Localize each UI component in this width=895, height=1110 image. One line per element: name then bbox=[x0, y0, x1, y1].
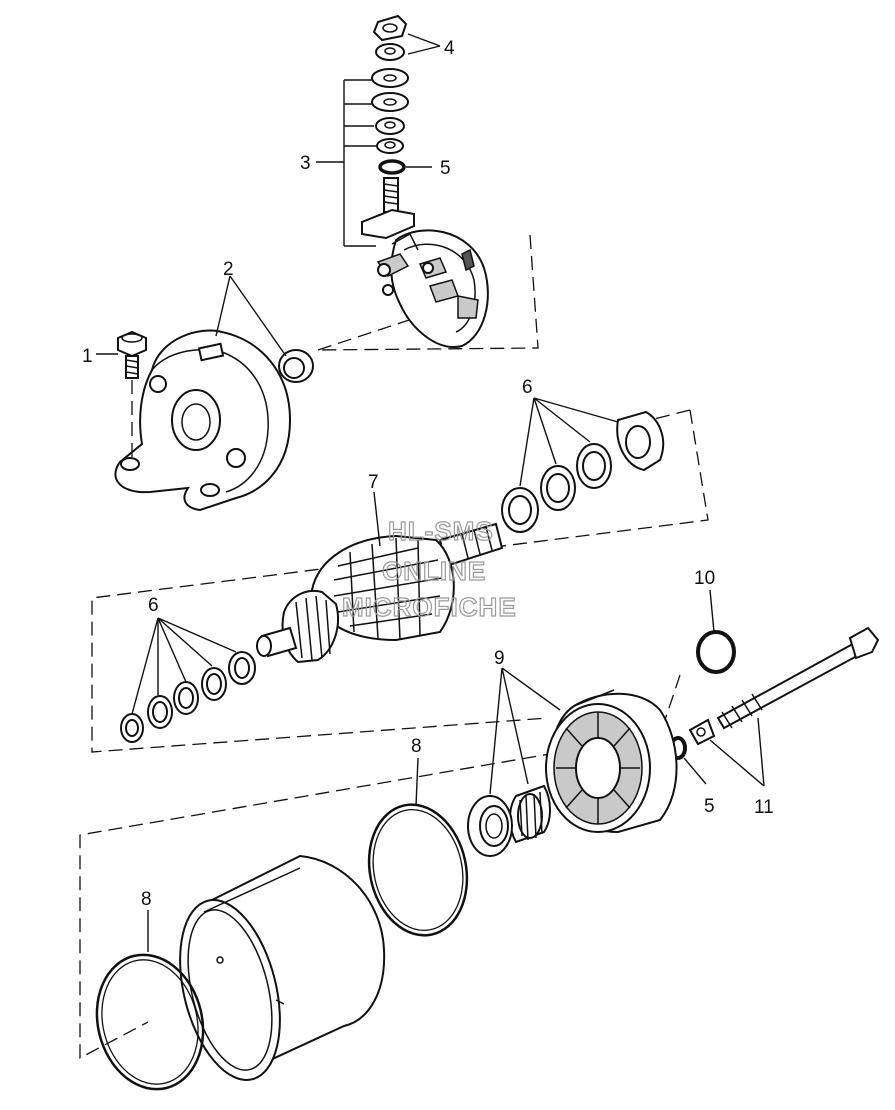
part-10-o-ring bbox=[696, 630, 736, 674]
callout-4: 4 bbox=[444, 38, 455, 59]
motor-yoke-housing bbox=[179, 854, 386, 1081]
part-8-seal-ring-left bbox=[95, 953, 205, 1091]
part-1-bolt bbox=[117, 330, 147, 460]
callout-8-mid: 8 bbox=[411, 736, 422, 757]
callout-10: 10 bbox=[694, 568, 715, 589]
part-2-bushing bbox=[278, 349, 314, 383]
rear-end-cover bbox=[545, 689, 678, 834]
callout-3: 3 bbox=[300, 153, 311, 174]
callout-11: 11 bbox=[754, 797, 774, 818]
callout-5-top: 5 bbox=[440, 158, 451, 179]
callout-8-left: 8 bbox=[141, 889, 152, 910]
part-6-washers-upper bbox=[501, 410, 665, 533]
part-6-washers-lower bbox=[120, 651, 256, 743]
part-5-o-ring-top bbox=[378, 159, 406, 175]
part-3-terminal-hardware-stack bbox=[371, 68, 409, 154]
brush-holder-assembly bbox=[361, 177, 489, 348]
part-4-nut-and-washer bbox=[372, 14, 408, 61]
callout-9: 9 bbox=[494, 648, 505, 669]
callout-1: 1 bbox=[82, 346, 93, 367]
part-8-seal-ring-middle bbox=[367, 803, 469, 937]
watermark-line-1: HL-SMS bbox=[388, 516, 494, 546]
callout-labels: 1 2 3 4 5 5 6 6 7 8 8 9 10 11 bbox=[82, 38, 774, 910]
part-9-bearings bbox=[467, 784, 551, 857]
watermark-line-3: MICROFICHE bbox=[342, 592, 517, 622]
part-2-front-housing bbox=[114, 329, 292, 512]
callout-7: 7 bbox=[368, 472, 379, 493]
watermark-line-2: ONLINE bbox=[382, 556, 486, 586]
callout-5-bottom: 5 bbox=[704, 796, 715, 817]
part-7-armature bbox=[256, 522, 504, 664]
callout-6-left: 6 bbox=[148, 595, 159, 616]
callout-6-top: 6 bbox=[522, 377, 533, 398]
leader-lines bbox=[96, 33, 765, 952]
watermark: HL-SMS ONLINE MICROFICHE bbox=[341, 515, 517, 622]
part-11-through-bolt bbox=[688, 626, 880, 746]
callout-2: 2 bbox=[223, 259, 234, 280]
